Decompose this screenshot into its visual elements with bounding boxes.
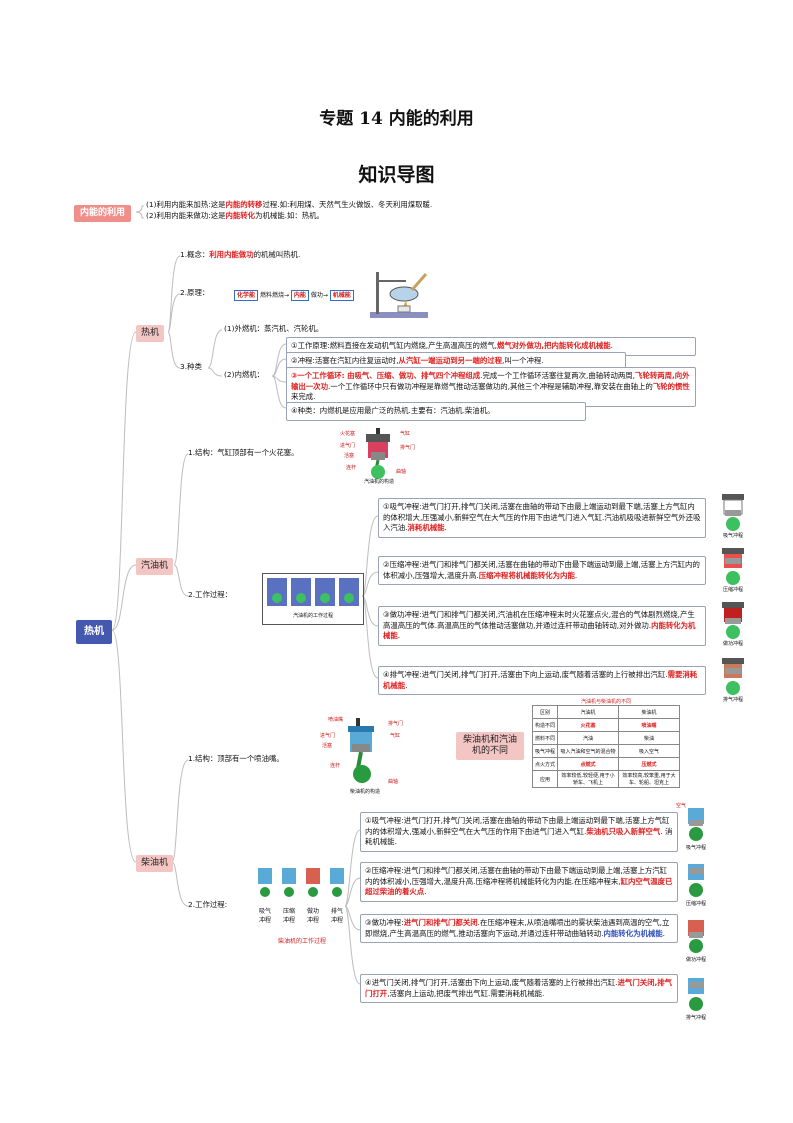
diesel-exhaust-stroke: ④进气门关闭,排气门打开,活塞由下向上运动,废气随着活塞的上行被排出汽缸.进气门… (360, 974, 678, 1004)
gasoline-stroke-strip: 汽油机的工作过程 (262, 573, 364, 625)
table-row: 应用效率较低,较轻便,用于小轿车、飞机上效率较高,较笨重,用于大车、轮船、坦克上 (531, 770, 681, 788)
diesel-exhaust-icon: 排气冲程 (676, 972, 716, 1022)
table-row: 吸气冲程吸入汽油和空气的混合物吸入空气 (531, 744, 681, 758)
steam-apparatus-illustration (370, 272, 428, 318)
diesel-stroke-strip: 吸气冲程 压缩冲程 做功冲程 排气冲程 柴油机的工作过程 (254, 866, 350, 945)
label-piston: 活塞 (344, 453, 355, 459)
table-row: 燃料不同汽油柴油 (531, 731, 681, 745)
diesel-strip-label-exhaust: 排气冲程 (330, 908, 343, 924)
label-exhaust-valve: 排气门 (388, 721, 404, 727)
gasoline-structure: 1.结构：气缸顶部有一个火花塞。 (188, 448, 299, 457)
diesel-engine-diagram: 喷油嘴 排气门 进气门 气缸 活塞 连杆 曲轴 柴油机的构造 (318, 712, 416, 798)
diesel-intake-icon: 空气 吸气冲程 (676, 803, 706, 851)
label-exhaust-valve: 排气门 (400, 445, 416, 451)
gasoline-engine-diagram: 火花塞 气缸 进气门 排气门 活塞 连杆 曲轴 汽油机的构造 (338, 424, 420, 486)
ic-kinds: ④种类：内燃机是应用最广泛的热机.主要有：汽油机.柴油机。 (286, 402, 586, 421)
label-connecting-rod: 连杆 (330, 763, 341, 769)
label-crankshaft: 曲轴 (396, 469, 407, 475)
diesel-intake-stroke: ①吸气冲程:进气门打开,排气门关闭,活塞在曲轴的带动下由最上端运动到最下端,活塞… (360, 812, 678, 853)
compare-table-title: 汽油机与柴油机的不同 (581, 699, 632, 705)
node-diesel-engine: 柴油机 (136, 855, 174, 872)
diesel-strip-caption: 柴油机的工作过程 (277, 938, 326, 945)
gasoline-intake-stroke: ①吸气冲程:进气门打开,排气门关闭,活塞在曲轴的带动下由最上端运动到最下端,活塞… (378, 498, 706, 539)
use-heating: (1)利用内能来加热:这是内能的转移过程.如:利用煤、天然气生火做饭、冬天利用煤… (146, 200, 433, 209)
label-intake-valve: 进气门 (340, 443, 356, 449)
node-gasoline-engine: 汽油机 (136, 558, 174, 575)
label-crankshaft: 曲轴 (388, 779, 399, 785)
node-compare: 柴油机和汽油机的不同 (456, 732, 524, 760)
diesel-power-icon: 做功冲程 (676, 914, 716, 964)
diesel-strip-label-intake: 吸气冲程 (258, 908, 271, 924)
node-internal-energy-use: 内能的利用 (74, 205, 132, 222)
flow-work-label: 做功 (310, 292, 323, 299)
flow-internal-energy: 内能 (290, 290, 309, 301)
gasoline-exhaust-stroke: ④排气冲程:进气门关闭,排气门打开,活塞由下向上运动,废气随着活塞的上行被排出汽… (378, 666, 706, 696)
gasoline-compression-stroke: ②压缩冲程:进气门和排气门都关闭,活塞在曲轴的带动下由最下端运动到最上端,活塞上… (378, 556, 706, 586)
table-row: 构造不同火花塞喷油嘴 (531, 718, 681, 732)
external-combustion: (1)外燃机：蒸汽机、汽轮机。 (224, 324, 324, 333)
heat-engine-principle: 2.原理： (180, 288, 210, 297)
diesel-strip-label-compression: 压缩冲程 (282, 908, 295, 924)
label-intake-valve: 进气门 (320, 733, 336, 739)
gasoline-strip-caption: 汽油机的工作过程 (292, 613, 333, 619)
gasoline-exhaust-icon: 排气冲程 (712, 656, 754, 704)
diesel-engine-caption: 柴油机的构造 (349, 789, 380, 795)
gasoline-compression-icon: 压缩冲程 (712, 546, 754, 594)
internal-combustion: (2)内燃机： (224, 370, 265, 379)
gasoline-intake-icon: 吸气冲程 (712, 492, 754, 540)
page-subtitle: 知识导图 (358, 164, 435, 186)
label-injector: 喷油嘴 (328, 717, 344, 723)
label-piston: 活塞 (322, 743, 333, 749)
gasoline-power-icon: 做功冲程 (712, 600, 754, 648)
root-node-heat-engine: 热机 (76, 620, 112, 644)
diesel-process: 2.工作过程: (188, 900, 228, 909)
table-header: 区别汽油机柴油机 (531, 705, 681, 719)
gasoline-engine-caption: 汽油机的构造 (363, 479, 394, 485)
page-title: 专题 14 内能的利用 (319, 109, 474, 129)
node-heat-engine: 热机 (136, 325, 165, 342)
diesel-compression-stroke: ②压缩冲程:进气门和排气门都关闭,活塞在曲轴的带动下由最下端运动到最上端,活塞上… (360, 862, 678, 903)
air-label: 空气 (676, 803, 687, 809)
diesel-power-stroke: ③做功冲程:进气门和排气门都关闭.在压缩冲程末,从喷油嘴喷出的雾状柴油遇到高温的… (360, 914, 678, 944)
gasoline-power-stroke: ③做功冲程:进气门和排气门都关闭,汽油机在压缩冲程末时火花塞点火,混合的气体剧烈… (378, 606, 706, 647)
diesel-compression-icon: 压缩冲程 (676, 858, 716, 908)
ic-cycle: ③一个工作循环: 由吸气、压缩、做功、排气四个冲程组成.完成一个工作循环活塞往复… (286, 367, 696, 408)
flow-chemical-energy: 化学能 (234, 290, 259, 301)
flow-mechanical-energy: 机械能 (329, 290, 354, 301)
label-connecting-rod: 连杆 (346, 465, 357, 471)
heat-engine-types: 3.种类 (180, 362, 202, 371)
use-work: (2)利用内能来做功:这是内能转化为机械能.如：热机。 (146, 210, 324, 220)
diesel-strip-label-power: 做功冲程 (306, 908, 319, 924)
compare-table: 汽油机与柴油机的不同 区别汽油机柴油机 构造不同火花塞喷油嘴 燃料不同汽油柴油 … (531, 698, 681, 788)
label-cylinder: 气缸 (400, 431, 411, 437)
diesel-structure: 1.结构：顶部有一个喷油嘴。 (188, 754, 284, 763)
table-row: 点火方式点燃式压燃式 (531, 757, 681, 771)
internal-energy-uses: (1)利用内能来加热:这是内能的转移过程.如:利用煤、天然气生火做饭、冬天利用煤… (146, 200, 566, 221)
label-cylinder: 气缸 (390, 733, 401, 739)
gasoline-process: 2.工作过程： (188, 590, 233, 599)
energy-flow: 化学能 燃料燃烧→ 内能 做功→ 机械能 (234, 290, 354, 301)
flow-burn-label: 燃料燃烧 (259, 292, 284, 299)
label-spark-plug: 火花塞 (340, 431, 356, 437)
heat-engine-concept: 1.概念：利用内能做功的机械叫热机. (180, 250, 301, 259)
